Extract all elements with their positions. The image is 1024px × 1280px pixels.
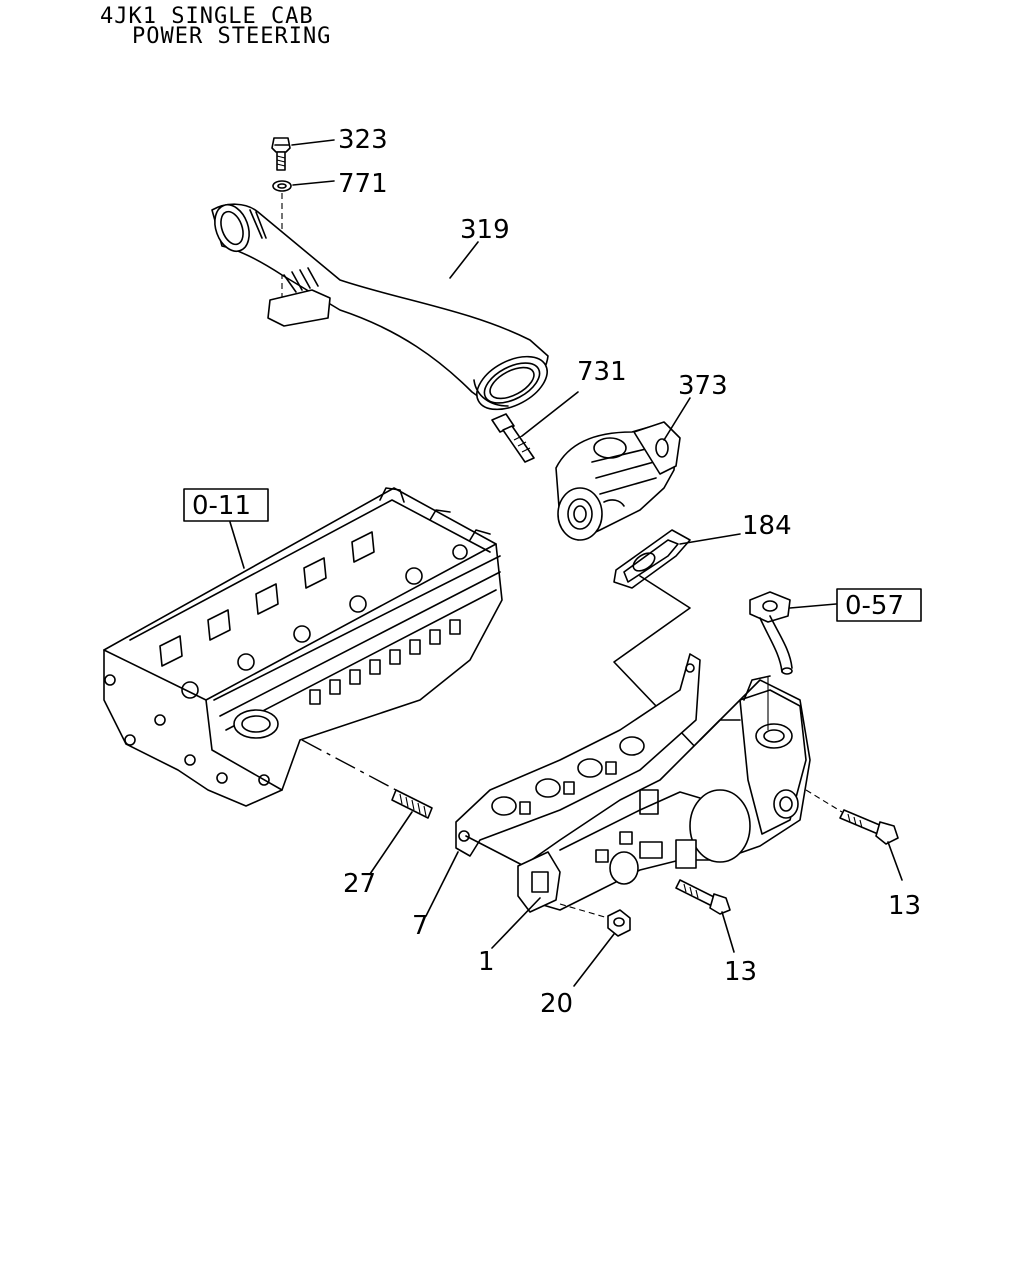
assembly-axis-13-right [805, 789, 843, 813]
leader-7 [425, 851, 459, 917]
diagram-title-line1: 4JK1 SINGLE CAB [100, 4, 314, 29]
bolt-731-part[interactable] [491, 413, 535, 463]
leader-323 [291, 139, 335, 146]
callout-27[interactable]: 27 [343, 869, 376, 899]
reference-0-57[interactable]: 0-57 [845, 591, 904, 621]
intake-manifold-1-part[interactable] [517, 675, 811, 913]
assembly-axis-20 [559, 903, 609, 919]
intake-pipe-319-part[interactable] [209, 200, 556, 420]
leader-20 [573, 933, 615, 987]
leader-13-right [887, 841, 903, 881]
leader-13-lower [721, 911, 735, 953]
callout-13-right[interactable]: 13 [888, 891, 921, 921]
assembly-axis-7 [465, 835, 529, 869]
leader-0-57 [789, 603, 837, 609]
reference-box-0-57 [836, 588, 922, 622]
callout-20[interactable]: 20 [540, 989, 573, 1019]
bolt-13-lower-part[interactable] [675, 879, 731, 915]
leader-0-11 [229, 521, 245, 569]
cylinder-head-reference [103, 487, 503, 807]
leader-731 [521, 391, 579, 437]
callout-323[interactable]: 323 [338, 125, 388, 155]
leader-1 [491, 897, 541, 949]
throttle-body-373-part[interactable] [555, 421, 681, 541]
callout-319[interactable]: 319 [460, 215, 510, 245]
leader-27 [369, 811, 413, 875]
leader-184 [679, 533, 741, 545]
nut-20-part[interactable] [607, 909, 631, 937]
assembly-axis-27 [301, 739, 397, 791]
callout-13-lower[interactable]: 13 [724, 957, 757, 987]
pcv-pipe-part[interactable] [749, 591, 793, 730]
callout-184[interactable]: 184 [742, 511, 792, 541]
manifold-gasket-7-part[interactable] [455, 653, 701, 857]
stud-27-part[interactable] [391, 789, 433, 819]
leader-373 [663, 397, 691, 441]
reference-0-11[interactable]: 0-11 [192, 491, 251, 521]
bolt-13-right-part[interactable] [839, 809, 899, 845]
callout-731[interactable]: 731 [577, 357, 627, 387]
leader-319 [449, 241, 479, 279]
diagram-title-line2: POWER STEERING [132, 24, 332, 49]
callout-373[interactable]: 373 [678, 371, 728, 401]
bolt-323-part[interactable] [271, 137, 291, 171]
callout-1[interactable]: 1 [478, 947, 495, 977]
gasket-184-part[interactable] [613, 529, 691, 589]
reference-box-0-11 [183, 488, 269, 522]
callout-7[interactable]: 7 [412, 911, 429, 941]
washer-771-part[interactable] [272, 180, 292, 192]
leader-771 [292, 180, 335, 186]
callout-771[interactable]: 771 [338, 169, 388, 199]
